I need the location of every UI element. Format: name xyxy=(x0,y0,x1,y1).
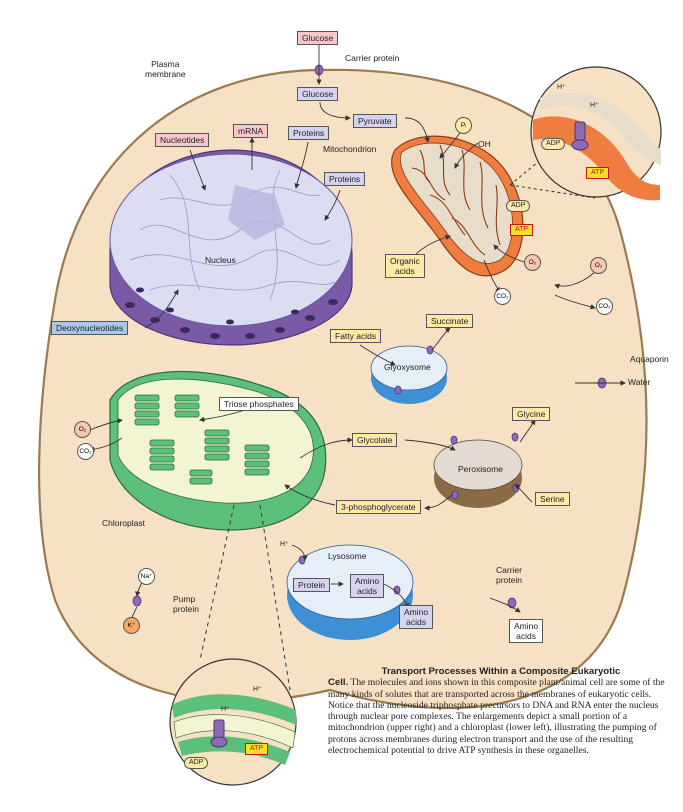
arrow-o2-mito xyxy=(493,244,525,263)
o2-right-circle: O₂ xyxy=(590,257,607,274)
mitochondrion-zoom xyxy=(509,66,662,201)
glucose-top-label: Glucose xyxy=(297,31,339,46)
arrow-glycolate xyxy=(299,437,353,459)
mitochondrion-label: Mitochondrion xyxy=(323,144,377,154)
arrow-triose xyxy=(199,409,246,423)
arrow-o2-left xyxy=(89,418,123,431)
arrow-phosphoglycerate xyxy=(284,484,336,506)
na-circle: Na⁺ xyxy=(138,568,155,585)
lysosome-label: Lysosome xyxy=(328,551,367,561)
glyoxysome-label: Glyoxysome xyxy=(384,362,431,372)
arrow-carrier-right xyxy=(489,597,521,613)
glycine-label: Glycine xyxy=(512,407,551,422)
triose-phosphates-label: Triose phosphates xyxy=(219,397,299,412)
protein-label: Protein xyxy=(293,578,330,593)
h-plus-chl-label-1: H⁺ xyxy=(253,686,262,693)
arrow-proteins-nucleus xyxy=(294,141,309,189)
figure-caption: Transport Processes Within a Composite E… xyxy=(328,666,674,756)
arrow-nucleotides xyxy=(189,149,207,191)
pyruvate-label: Pyruvate xyxy=(353,114,397,129)
arrow-fatty-acids xyxy=(359,344,396,366)
organic-acids-label: Organic acids xyxy=(385,254,425,279)
h-plus-lys-label: H⁺ xyxy=(280,541,289,548)
arrow-glycolate-perox xyxy=(404,439,456,451)
atp-zoom-top-label: ATP xyxy=(586,167,610,180)
adp-zoom-top-label: ADP xyxy=(541,138,566,151)
oh-label: OH xyxy=(478,139,491,149)
arrow-o2-right xyxy=(554,271,596,289)
arrow-succinate xyxy=(431,327,451,351)
deoxynucleotides-label: Deoxynucleotides xyxy=(51,321,129,336)
carrier-protein-right-label: Carrier protein xyxy=(496,565,522,585)
arrow-glucose-pyruvate xyxy=(319,101,351,121)
arrow-co2-right xyxy=(554,294,596,310)
arrow-pyruvate-mito xyxy=(404,117,430,143)
succinate-label: Succinate xyxy=(426,314,474,329)
nucleus-organelle xyxy=(109,149,353,346)
arrow-organic-acids xyxy=(414,234,451,256)
proteins-label-2: Proteins xyxy=(324,172,366,187)
amino-acids-lys-label: Amino acids xyxy=(350,574,385,599)
co2-left-circle: CO₂ xyxy=(77,443,94,460)
arrow-oh-mito xyxy=(454,142,479,169)
mrna-label: mRNA xyxy=(233,124,269,139)
glycolate-label: Glycolate xyxy=(352,433,398,448)
chloroplast-label: Chloroplast xyxy=(102,518,145,528)
arrow-proteins-2 xyxy=(324,189,341,221)
adp-chl-label: ADP xyxy=(184,757,209,770)
proteins-label-1: Proteins xyxy=(288,126,330,141)
h-plus-zoom-label-1: H⁺ xyxy=(557,84,566,91)
adp-mito-label: ADP xyxy=(506,200,531,213)
o2-mito-circle: O₂ xyxy=(524,254,541,271)
arrow-serine xyxy=(514,484,533,503)
peroxisome-label: Peroxisome xyxy=(458,464,503,474)
aquaporin-label: Aquaporin xyxy=(630,354,669,364)
arrow-h-lys xyxy=(291,544,308,561)
arrow-glycine xyxy=(519,419,536,443)
glyoxysome-organelle xyxy=(370,345,448,404)
h-plus-chl-label-2: H⁺ xyxy=(221,706,230,713)
pump-protein-label: Pump protein xyxy=(173,594,199,614)
k-circle: K⁺ xyxy=(123,617,140,634)
caption-title: Transport Processes Within a Composite E… xyxy=(381,666,621,677)
co2-mito-circle: CO₂ xyxy=(494,288,511,305)
nucleus-label: Nucleus xyxy=(205,255,236,265)
arrow-deoxy xyxy=(144,289,179,329)
water-label: Water xyxy=(628,377,651,387)
o2-left-circle: O₂ xyxy=(74,421,91,438)
mitochondrion-organelle xyxy=(391,135,524,277)
pi-circle: Pᵢ xyxy=(455,117,472,134)
amino-acids-mid-label: Amino acids xyxy=(399,605,434,630)
glucose-inner-label: Glucose xyxy=(297,87,339,102)
fatty-acids-label: Fatty acids xyxy=(330,329,382,344)
plasma-membrane-label: Plasma membrane xyxy=(145,59,186,79)
atp-mito-label: ATP xyxy=(510,224,534,237)
caption-body: The molecules and ions shown in this com… xyxy=(328,677,665,757)
arrow-perox-pg xyxy=(424,494,453,511)
serine-label: Serine xyxy=(535,492,570,507)
co2-right-circle: CO₂ xyxy=(596,298,613,315)
phosphoglycerate-label: 3-phosphoglycerate xyxy=(336,500,421,515)
atp-chl-label: ATP xyxy=(245,743,269,756)
nucleotides-label: Nucleotides xyxy=(155,133,210,148)
carrier-protein-top-label: Carrier protein xyxy=(345,53,400,63)
caption-lead: Cell. xyxy=(328,677,349,689)
h-plus-zoom-label-2: H⁺ xyxy=(590,102,599,109)
amino-acids-right-label: Amino acids xyxy=(509,619,544,644)
